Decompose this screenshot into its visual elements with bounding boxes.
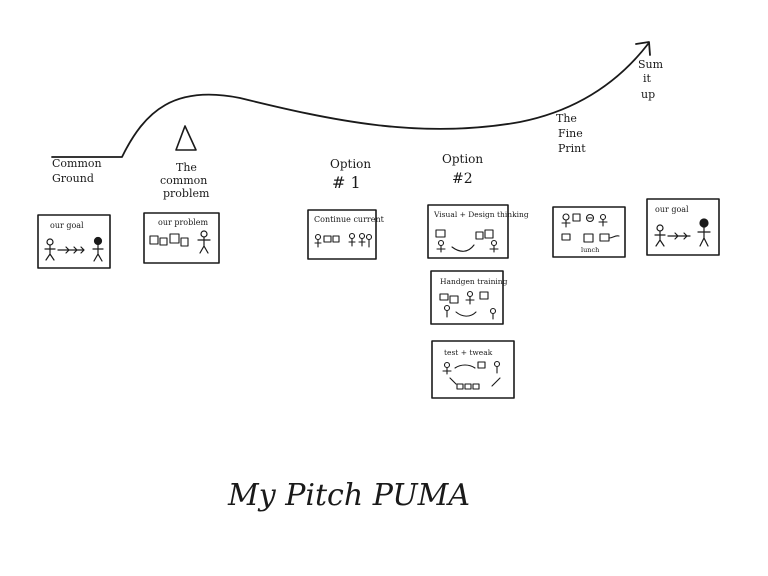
stage-label-common-problem: The common problem xyxy=(160,161,211,200)
card-label: our goal xyxy=(655,205,689,214)
story-arc xyxy=(51,43,649,158)
card-label: our problem xyxy=(158,218,209,227)
card-frame xyxy=(430,270,504,325)
triangle-icon xyxy=(175,125,197,151)
lunch-note: lunch xyxy=(581,246,599,254)
card-visual-design-thinking: Visual + Design thinking xyxy=(427,204,529,259)
progress-arrows-icon xyxy=(667,232,691,240)
training-sketch-icon xyxy=(439,290,497,320)
card-frame xyxy=(37,214,111,269)
stick-figure-icon xyxy=(654,224,666,247)
card-frame xyxy=(431,340,515,399)
card-label: our goal xyxy=(50,221,84,230)
arc-arrowhead xyxy=(635,41,651,56)
card-test-tweak: test + tweak xyxy=(431,340,515,399)
card-handgen-training: Handgen training xyxy=(430,270,508,325)
card-fine-print: lunch xyxy=(552,206,626,258)
stick-figure-icon xyxy=(44,238,56,261)
card-frame xyxy=(646,198,720,256)
design-sketch-icon xyxy=(435,229,499,253)
diagram-title: My Pitch PUMA xyxy=(227,478,470,513)
card-continue-current: Continue current xyxy=(307,209,385,260)
goal-figure-icon xyxy=(697,218,711,247)
stage-label-option-1: Option # 1 xyxy=(330,157,375,192)
stick-figure-icon xyxy=(197,230,211,254)
goal-figure-icon xyxy=(92,236,104,262)
stage-label-sum-it-up: Sum it up xyxy=(638,58,667,101)
card-frame xyxy=(307,209,377,260)
card-our-goal-1: our goal xyxy=(37,214,111,269)
card-frame xyxy=(143,212,220,264)
card-label: Handgen training xyxy=(440,277,508,286)
card-our-goal-2: our goal xyxy=(646,198,720,256)
stage-label-option-2: Option #2 xyxy=(442,152,487,187)
card-frame xyxy=(427,204,509,259)
card-our-problem: our problem xyxy=(143,212,220,264)
card-label: test + tweak xyxy=(444,348,493,357)
fine-print-sketch-icon xyxy=(561,213,620,243)
stage-label-common-ground: Common Ground xyxy=(52,157,105,185)
cycle-sketch-icon xyxy=(442,360,501,390)
people-group-icon xyxy=(314,232,373,248)
card-frame xyxy=(552,206,626,258)
blocks-icon xyxy=(149,233,189,247)
card-label: Visual + Design thinking xyxy=(433,210,529,219)
progress-arrows-icon xyxy=(57,246,85,254)
stage-label-fine-print: The Fine Print xyxy=(556,112,586,155)
card-label: Continue current xyxy=(314,215,385,224)
